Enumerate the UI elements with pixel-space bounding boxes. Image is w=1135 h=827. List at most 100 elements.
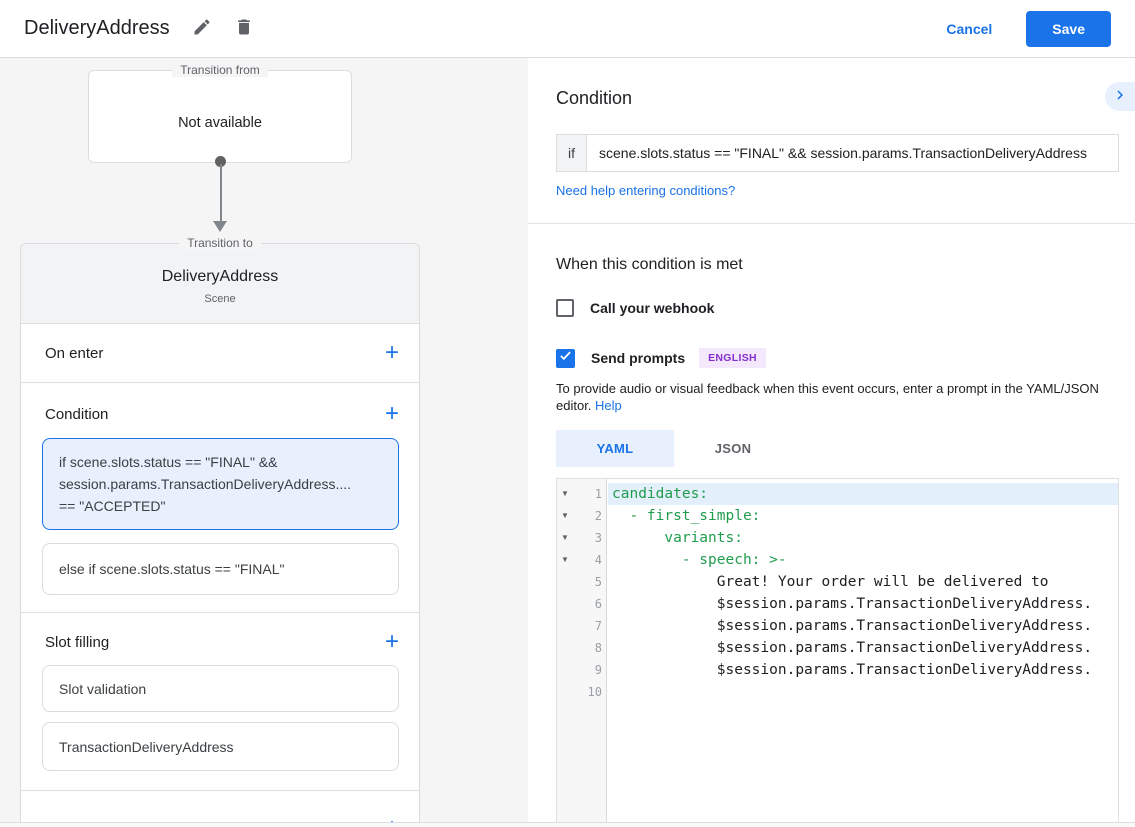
editor-line-gutter: 8 [557, 637, 608, 659]
language-badge: ENGLISH [699, 348, 766, 368]
if-prefix-label: if [556, 134, 586, 172]
line-number: 9 [594, 663, 602, 677]
trash-icon [234, 17, 254, 40]
line-number: 4 [594, 553, 602, 567]
editor-line[interactable]: ▼ 4 - speech: >- [557, 549, 1118, 571]
line-number: 6 [594, 597, 602, 611]
condition-expression-row: if scene.slots.status == "FINAL" && sess… [556, 134, 1119, 172]
line-number: 2 [594, 509, 602, 523]
cancel-button[interactable]: Cancel [946, 20, 993, 37]
chevron-right-icon [1111, 86, 1129, 107]
transition-to-card: Transition to DeliveryAddress Scene On e… [20, 236, 420, 827]
editor-format-tabs: YAML JSON [556, 430, 792, 467]
condition-card[interactable]: else if scene.slots.status == "FINAL" [42, 543, 399, 595]
page-title: DeliveryAddress [24, 17, 170, 39]
add-custom-intent-icon[interactable]: + [385, 816, 399, 827]
bottom-edge-strip [0, 822, 1135, 827]
editor-line-gutter: 5 [557, 571, 608, 593]
editor-line[interactable]: ▼2 - first_simple: [557, 505, 1118, 527]
code-text: candidates: [608, 483, 1118, 505]
scene-graph-panel: Transition from Not available Transition… [0, 58, 528, 827]
condition-section: Condition + if scene.slots.status == "FI… [21, 383, 419, 613]
add-condition-icon[interactable]: + [384, 400, 399, 427]
send-prompts-row: Send prompts ENGLISH [556, 348, 766, 368]
editor-line[interactable]: ▼3 variants: [557, 527, 1118, 549]
fold-arrow-icon[interactable]: ▼ [561, 489, 569, 498]
slot-filling-section: Slot filling + Slot validation Transacti… [21, 613, 419, 791]
pencil-icon [192, 17, 212, 40]
fold-arrow-icon[interactable]: ▼ [561, 511, 569, 520]
send-prompts-checkbox[interactable] [556, 348, 575, 368]
prompt-helper-text: To provide audio or visual feedback when… [556, 381, 1099, 413]
connector-dot [215, 156, 226, 167]
condition-panel-title: Condition [556, 88, 633, 108]
on-enter-section: On enter + [21, 324, 419, 383]
condition-detail-panel: Condition if scene.slots.status == "FINA… [528, 58, 1135, 827]
editor-line[interactable]: 5 Great! Your order will be delivered to [557, 571, 1118, 593]
transition-from-box: Transition from Not available [88, 63, 352, 163]
slot-card[interactable]: TransactionDeliveryAddress [42, 722, 399, 771]
add-slot-icon[interactable]: + [384, 628, 399, 655]
code-text: $session.params.TransactionDeliveryAddre… [612, 596, 1093, 612]
code-text: $session.params.TransactionDeliveryAddre… [612, 640, 1093, 656]
editor-line-gutter: 9 [557, 659, 608, 681]
scene-card-header: DeliveryAddress Scene [21, 244, 419, 324]
transition-from-label: Transition from [172, 63, 268, 77]
slot-filling-label: Slot filling [45, 633, 110, 651]
editor-line[interactable]: 6 $session.params.TransactionDeliveryAdd… [557, 593, 1118, 615]
code-text: Great! Your order will be delivered to [612, 574, 1049, 590]
editor-line-gutter: ▼3 [557, 527, 608, 549]
condition-expression-input[interactable]: scene.slots.status == "FINAL" && session… [586, 134, 1119, 172]
editor-gutter [557, 479, 607, 827]
add-on-enter-icon[interactable]: + [384, 339, 399, 366]
fold-arrow-icon[interactable]: ▼ [561, 555, 569, 564]
help-link[interactable]: Help [595, 398, 622, 413]
line-number: 8 [594, 641, 602, 655]
send-prompts-label: Send prompts [591, 350, 686, 366]
editor-line-gutter: 10 [557, 681, 608, 703]
transition-from-value: Not available [178, 115, 262, 131]
call-webhook-label: Call your webhook [590, 300, 715, 316]
code-text: - speech: >- [612, 552, 787, 568]
save-button[interactable]: Save [1026, 10, 1111, 47]
editor-line-gutter: ▼2 [557, 505, 608, 527]
code-text: variants: [612, 530, 743, 546]
editor-line[interactable]: 7 $session.params.TransactionDeliveryAdd… [557, 615, 1118, 637]
condition-card-selected[interactable]: if scene.slots.status == "FINAL" && sess… [42, 438, 399, 530]
line-number: 7 [594, 619, 602, 633]
line-number: 3 [594, 531, 602, 545]
edit-title-button[interactable] [192, 17, 212, 40]
on-enter-label: On enter [45, 344, 104, 362]
slot-validation-card[interactable]: Slot validation [42, 665, 399, 712]
line-number: 1 [594, 487, 602, 501]
tab-yaml[interactable]: YAML [556, 430, 674, 467]
line-number: 5 [594, 575, 602, 589]
tab-json[interactable]: JSON [714, 441, 752, 456]
code-text [608, 681, 1118, 703]
call-webhook-row: Call your webhook [556, 299, 714, 317]
connector-line [219, 164, 222, 222]
editor-line[interactable]: 8 $session.params.TransactionDeliveryAdd… [557, 637, 1118, 659]
transition-to-label: Transition to [179, 236, 261, 250]
top-bar: DeliveryAddress Cancel Save [0, 0, 1135, 58]
code-text: $session.params.TransactionDeliveryAddre… [612, 662, 1093, 678]
panel-divider [528, 223, 1135, 224]
line-number: 10 [587, 685, 602, 699]
condition-help-link[interactable]: Need help entering conditions? [556, 183, 736, 198]
call-webhook-checkbox[interactable] [556, 299, 574, 317]
checkmark-icon [558, 348, 573, 368]
connector-arrowhead-icon [213, 221, 227, 232]
editor-line[interactable]: 9 $session.params.TransactionDeliveryAdd… [557, 659, 1118, 681]
collapse-panel-button[interactable] [1105, 82, 1135, 111]
condition-section-label: Condition [45, 405, 109, 423]
delete-scene-button[interactable] [234, 17, 254, 40]
fold-arrow-icon[interactable]: ▼ [561, 533, 569, 542]
scene-type: Scene [204, 293, 236, 305]
editor-line[interactable]: 10 [557, 681, 1118, 703]
editor-line-gutter: ▼1 [557, 483, 608, 505]
code-text: - first_simple: [612, 508, 761, 524]
editor-line-gutter: 6 [557, 593, 608, 615]
scene-name: DeliveryAddress [161, 268, 279, 285]
